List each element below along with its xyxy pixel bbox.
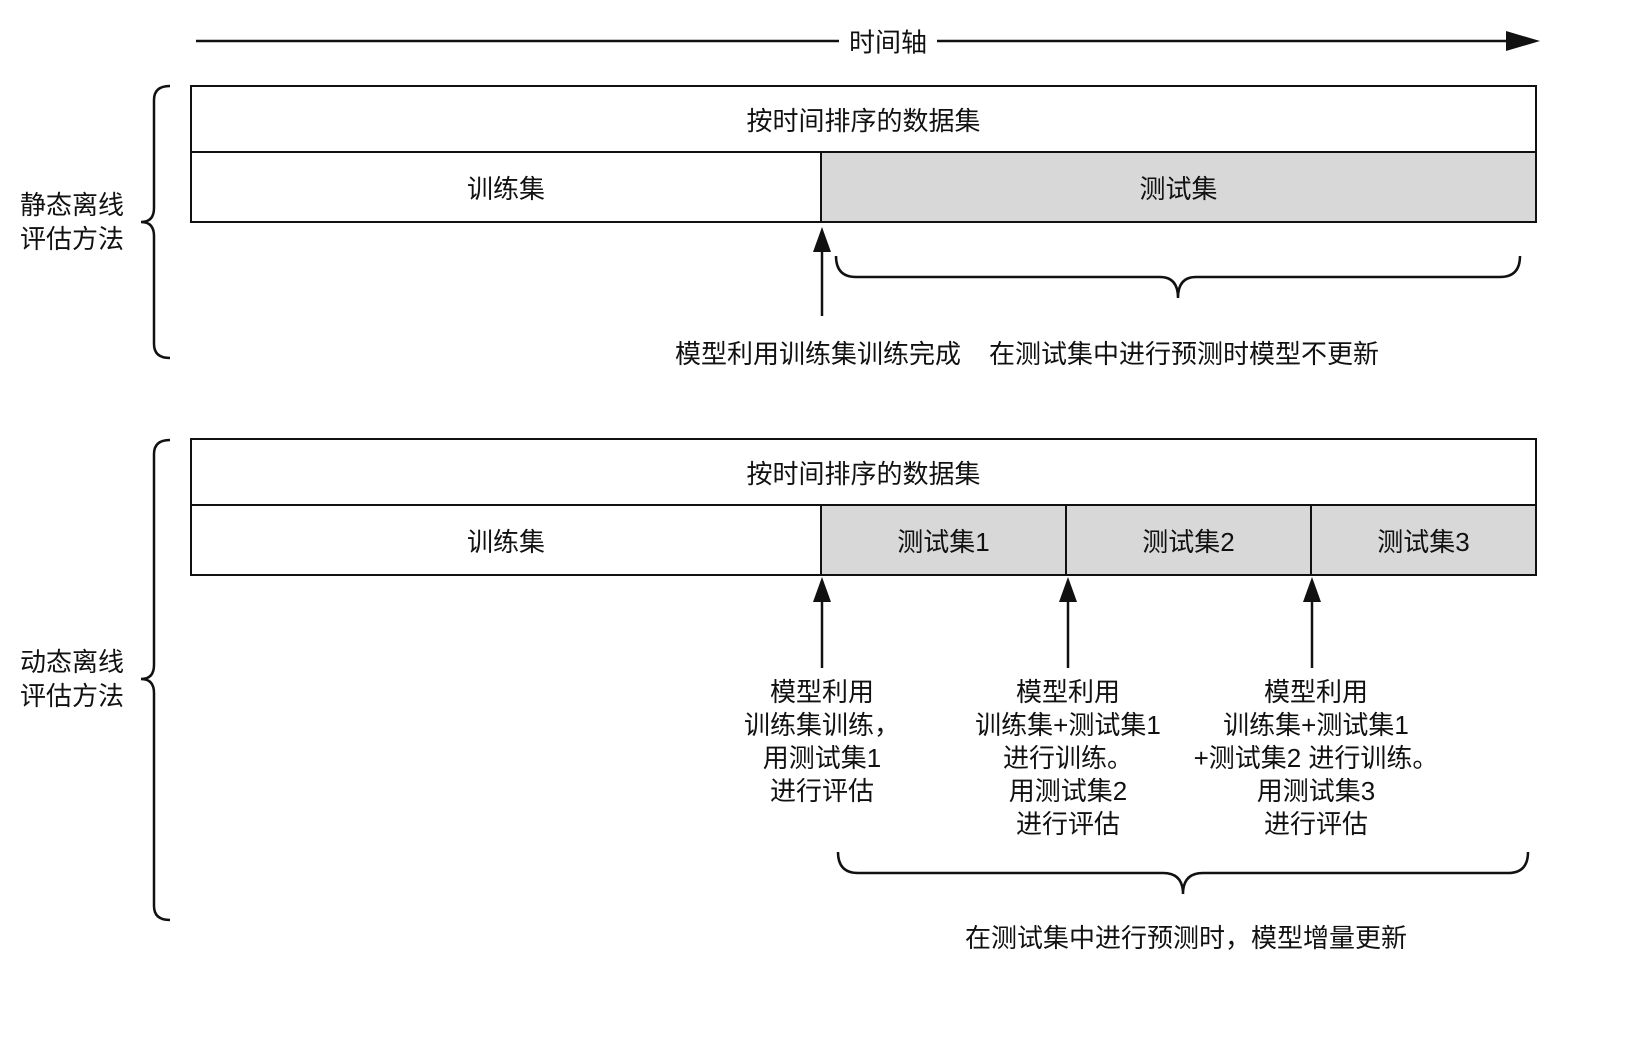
static-arrow-note: 模型利用训练集训练完成 <box>674 339 961 369</box>
static-dataset-title: 按时间排序的数据集 <box>192 87 1535 153</box>
static-dataset-box: 按时间排序的数据集 训练集 测试集 <box>190 85 1537 223</box>
static-underbrace <box>834 255 1522 299</box>
static-left-brace <box>140 84 171 360</box>
static-train-cell: 训练集 <box>192 153 820 221</box>
static-dataset-row: 训练集 测试集 <box>192 153 1535 221</box>
dynamic-dataset-box: 按时间排序的数据集 训练集 测试集1 测试集2 测试集3 <box>190 438 1537 576</box>
dynamic-up-arrowhead-icon-2 <box>1059 577 1077 602</box>
dynamic-dataset-title: 按时间排序的数据集 <box>192 440 1535 506</box>
dynamic-dataset-row: 训练集 测试集1 测试集2 测试集3 <box>192 506 1535 574</box>
dynamic-section-side-label: 动态离线 评估方法 <box>19 647 124 711</box>
timeline-axis-label: 时间轴 <box>838 22 938 60</box>
dynamic-arrow-note-3: 模型利用 训练集+测试集1 +测试集2 进行训练。 用测试集3 进行评估 <box>1193 677 1439 839</box>
static-section-side-label: 静态离线 评估方法 <box>19 190 124 254</box>
timeline-arrowhead-icon <box>1506 31 1540 51</box>
dynamic-left-brace <box>140 438 171 922</box>
dynamic-test-cell-1: 测试集1 <box>820 506 1065 574</box>
dynamic-test-cell-2: 测试集2 <box>1065 506 1310 574</box>
dynamic-up-arrowhead-icon-3 <box>1303 577 1321 602</box>
dynamic-brace-note: 在测试集中进行预测时，模型增量更新 <box>964 923 1407 953</box>
dynamic-arrow-note-2: 模型利用 训练集+测试集1 进行训练。 用测试集2 进行评估 <box>975 677 1161 839</box>
dynamic-train-cell: 训练集 <box>192 506 820 574</box>
dynamic-arrow-note-1: 模型利用 训练集训练， 用测试集1 进行评估 <box>743 677 900 806</box>
dynamic-test-cell-3: 测试集3 <box>1310 506 1535 574</box>
static-up-arrowhead-icon <box>813 227 831 252</box>
static-brace-note: 在测试集中进行预测时模型不更新 <box>988 339 1379 369</box>
dynamic-up-arrowhead-icon-1 <box>813 577 831 602</box>
static-test-cell: 测试集 <box>820 153 1535 221</box>
dynamic-underbrace <box>836 851 1530 895</box>
